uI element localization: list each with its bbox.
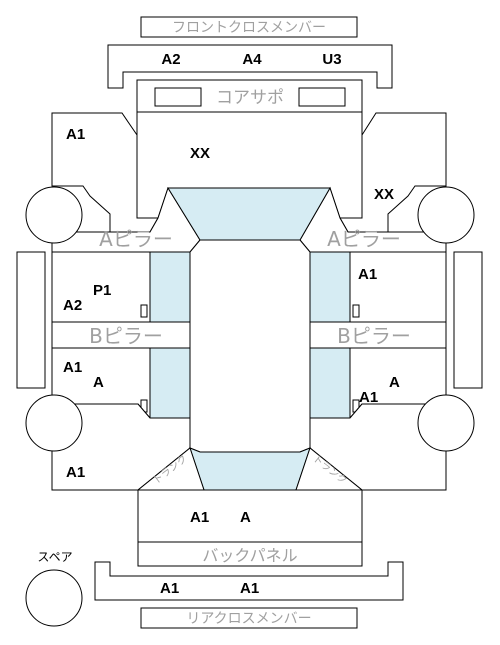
code-front-left-door-2: A2 [63, 297, 82, 314]
right-side-step[interactable] [453, 251, 483, 389]
code-front-cross-member-1: A2 [161, 51, 180, 68]
rear-cross-member[interactable] [94, 561, 404, 601]
code-front-right-fender: XX [374, 186, 394, 203]
trunk-lid[interactable] [137, 489, 363, 543]
right-headlight-rect [298, 87, 346, 107]
code-rear-cross-member-2: A1 [240, 580, 259, 597]
roof[interactable] [189, 239, 311, 453]
front-cross-member-label-box[interactable] [140, 16, 358, 38]
code-rear-left-door-2: A [93, 374, 104, 391]
a-pillar-right-label: Aピラー [327, 227, 401, 251]
front-left-wheel[interactable] [25, 186, 83, 244]
code-front-cross-member-2: A4 [242, 51, 262, 68]
left-side-step[interactable] [16, 251, 46, 389]
rear-left-wheel[interactable] [25, 394, 83, 452]
rear-cross-member-label-box[interactable] [140, 607, 358, 629]
code-rear-cross-member-1: A1 [160, 580, 179, 597]
rear-cross-member-label: リアクロスメンバー [186, 611, 311, 627]
b-pillar-left-label: Bピラー [89, 324, 163, 348]
code-rear-left-door-1: A1 [63, 359, 82, 376]
core-support[interactable] [136, 79, 363, 113]
code-rear-right-door-1: A [389, 374, 400, 391]
front-right-fender[interactable] [339, 112, 447, 233]
code-trunk-lid-1: A1 [190, 509, 209, 526]
rear-left-window[interactable] [149, 347, 191, 419]
front-cross-member[interactable] [107, 44, 393, 89]
back-panel-label: バックパネル [202, 546, 297, 565]
core-support-label: コアサポ [216, 88, 284, 108]
b-pillar-right-label: Bピラー [337, 324, 411, 348]
spare-label: スペア [37, 550, 72, 564]
spare-tire[interactable] [25, 569, 83, 627]
rear-right-wheel[interactable] [417, 394, 475, 452]
code-front-left-fender: A1 [66, 126, 85, 143]
b-pillar-right[interactable] [309, 321, 447, 349]
code-front-left-door-1: P1 [93, 282, 111, 299]
front-left-window[interactable] [149, 251, 191, 323]
code-front-right-door: A1 [358, 266, 377, 283]
code-hood: XX [190, 145, 210, 162]
front-right-window[interactable] [309, 251, 351, 323]
code-rear-right-door-2: A1 [359, 389, 378, 406]
code-front-cross-member-3: U3 [322, 51, 341, 68]
code-rear-left-quarter: A1 [66, 464, 85, 481]
front-right-door-handle [352, 304, 360, 318]
front-cross-member-label: フロントクロスメンバー [172, 20, 326, 36]
code-trunk-lid-2: A [240, 509, 251, 526]
rear-window[interactable] [189, 447, 311, 491]
left-headlight-rect [154, 87, 202, 107]
front-left-door-handle [140, 304, 148, 318]
rear-right-window[interactable] [309, 347, 351, 419]
back-panel[interactable] [137, 541, 363, 567]
a-pillar-left-label: Aピラー [99, 227, 173, 251]
front-right-wheel[interactable] [417, 186, 475, 244]
